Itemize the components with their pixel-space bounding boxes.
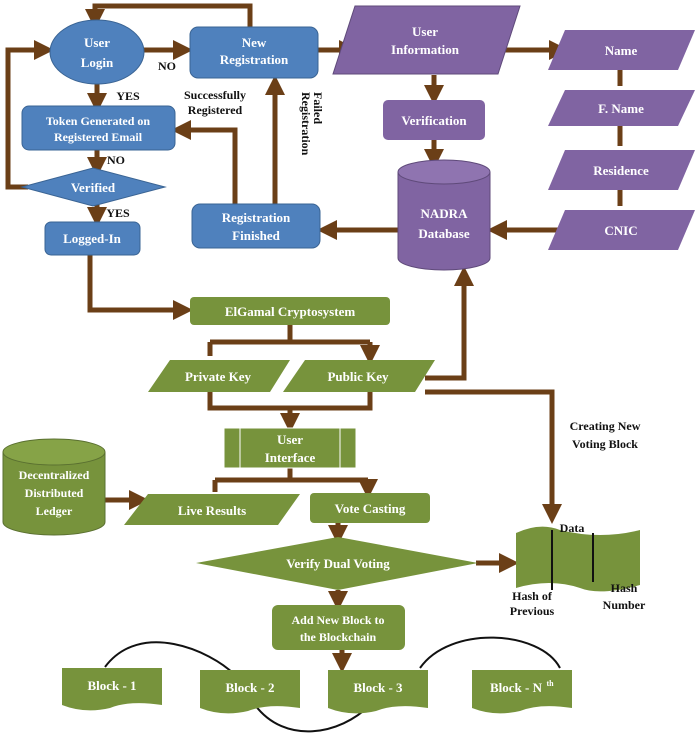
svg-text:Public Key: Public Key <box>327 369 389 384</box>
svg-text:Block - N: Block - N <box>490 680 543 695</box>
svg-text:YES: YES <box>116 89 140 103</box>
verification-node[interactable]: Verification <box>383 100 485 140</box>
svg-text:CNIC: CNIC <box>604 223 637 238</box>
svg-text:Private Key: Private Key <box>185 369 252 384</box>
svg-text:Verification: Verification <box>401 113 467 128</box>
svg-text:RegistrationFailed: RegistrationFailed <box>299 92 325 156</box>
block-1[interactable]: Block - 1 <box>62 668 162 711</box>
cnic-node[interactable]: CNIC <box>548 210 695 250</box>
elgamal-node[interactable]: ElGamal Cryptosystem <box>190 297 390 325</box>
private-key-node[interactable]: Private Key <box>148 360 290 392</box>
svg-text:Block - 3: Block - 3 <box>353 680 403 695</box>
live-results-node[interactable]: Live Results <box>124 494 300 525</box>
public-key-node[interactable]: Public Key <box>283 360 435 392</box>
svg-text:Logged-In: Logged-In <box>63 231 122 246</box>
svg-text:Residence: Residence <box>593 163 649 178</box>
svg-text:F. Name: F. Name <box>598 101 644 116</box>
block-links <box>104 636 561 733</box>
svg-text:Block - 2: Block - 2 <box>225 680 274 695</box>
block-2[interactable]: Block - 2 <box>200 670 300 714</box>
svg-text:NO: NO <box>107 153 125 167</box>
user-login-label: User <box>84 35 110 50</box>
svg-text:ElGamal Cryptosystem: ElGamal Cryptosystem <box>225 304 356 319</box>
svg-text:Vote Casting: Vote Casting <box>335 501 406 516</box>
connectors <box>5 3 623 673</box>
svg-text:Live Results: Live Results <box>178 503 246 518</box>
f-name-node[interactable]: F. Name <box>548 90 695 126</box>
svg-text:Data: Data <box>560 521 585 535</box>
voting-block <box>516 526 640 592</box>
verified-decision[interactable]: Verified <box>20 167 167 207</box>
vote-casting-node[interactable]: Vote Casting <box>310 493 430 523</box>
svg-text:Block - 1: Block - 1 <box>87 678 136 693</box>
svg-text:Name: Name <box>605 43 638 58</box>
svg-text:NO: NO <box>158 59 176 73</box>
svg-text:th: th <box>546 679 554 688</box>
logged-in-node[interactable]: Logged-In <box>44 221 141 256</box>
block-3[interactable]: Block - 3 <box>328 670 428 714</box>
svg-text:Verify Dual Voting: Verify Dual Voting <box>286 556 390 571</box>
name-node[interactable]: Name <box>548 30 695 70</box>
verify-dual-voting-decision[interactable]: Verify Dual Voting <box>196 537 478 590</box>
svg-text:YES: YES <box>106 206 130 220</box>
svg-text:Verified: Verified <box>71 180 116 195</box>
residence-node[interactable]: Residence <box>548 150 695 190</box>
